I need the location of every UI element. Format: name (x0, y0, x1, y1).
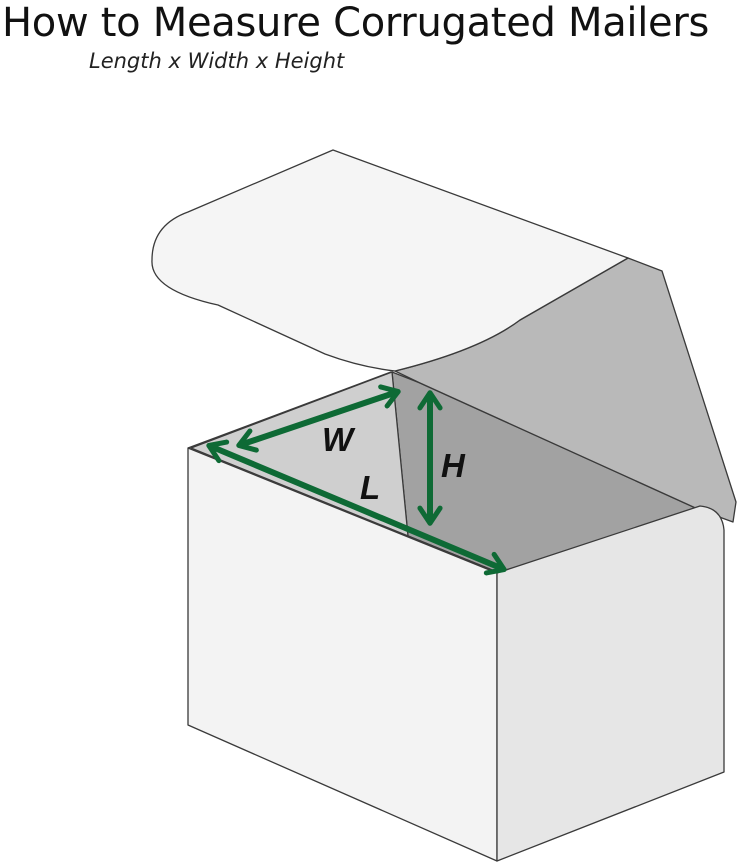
page-title: How to Measure Corrugated Mailers (2, 0, 710, 46)
height-label: H (441, 447, 466, 484)
length-arrow (206, 439, 507, 576)
page-subtitle: Length x Width x Height (89, 49, 345, 73)
width-label: W (322, 421, 356, 458)
length-label: L (360, 469, 380, 506)
lid-top-panel (151, 149, 629, 372)
width-arrow (236, 384, 401, 453)
box-side-panel (496, 505, 725, 862)
